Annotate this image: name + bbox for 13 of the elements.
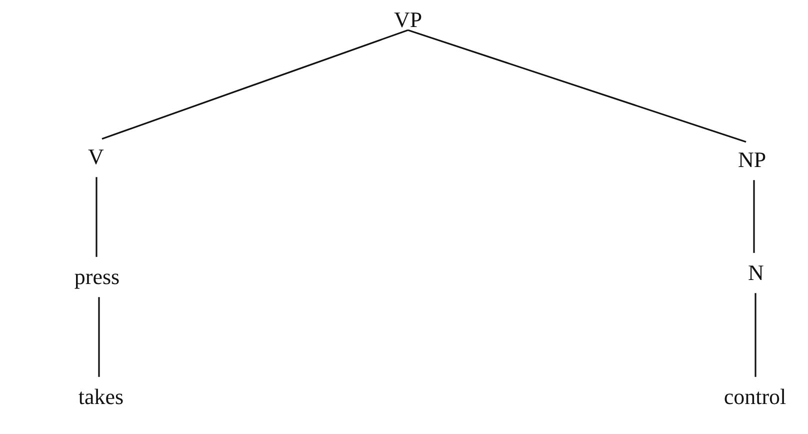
tree-node-label: control (720, 382, 790, 412)
tree-node-label: N (745, 258, 767, 288)
tree-branch-line (754, 293, 756, 377)
tree-branch-line (408, 29, 746, 143)
tree-node-label: takes (75, 382, 127, 412)
tree-branch-line (98, 297, 100, 377)
tree-branch-line (753, 180, 755, 253)
tree-node-label: VP (390, 6, 426, 34)
tree-node-label: press (71, 262, 123, 292)
tree-node-label: V (85, 142, 107, 172)
tree-branch-line (96, 177, 98, 257)
tree-node-label: NP (734, 146, 770, 174)
tree-branch-line (102, 29, 408, 140)
